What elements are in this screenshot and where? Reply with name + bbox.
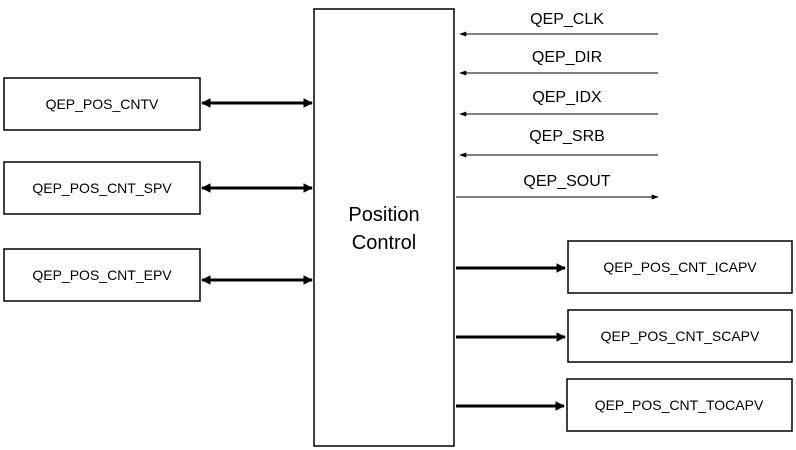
register-box [566, 378, 793, 432]
position-control-box [313, 8, 455, 447]
left-register-cntv: QEP_POS_CNTV [3, 77, 313, 131]
register-label: QEP_POS_CNTV [46, 96, 159, 112]
signal-label: QEP_SOUT [523, 173, 610, 190]
position-control-title-line1: Position [348, 204, 419, 226]
signal-qep-clk: QEP_CLK [459, 11, 658, 37]
register-label: QEP_POS_CNT_TOCAPV [595, 397, 764, 413]
signal-qep-sout: QEP_SOUT [456, 173, 659, 200]
signal-label: QEP_SRB [529, 128, 605, 145]
signal-qep-dir: QEP_DIR [459, 49, 658, 76]
signal-qep-idx: QEP_IDX [459, 89, 658, 117]
position-control-title-line2: Control [352, 232, 416, 254]
register-box [3, 77, 201, 131]
signal-label: QEP_CLK [530, 11, 604, 28]
left-register-epv: QEP_POS_CNT_EPV [3, 248, 313, 302]
right-register-scapv: QEP_POS_CNT_SCAPV [456, 309, 793, 363]
register-box [567, 240, 793, 294]
register-label: QEP_POS_CNT_SCAPV [601, 328, 760, 344]
right-register-icapv: QEP_POS_CNT_ICAPV [456, 240, 793, 294]
register-label: QEP_POS_CNT_EPV [32, 267, 172, 283]
right-register-tocapv: QEP_POS_CNT_TOCAPV [456, 378, 793, 432]
register-box [3, 248, 201, 302]
right-register-group: QEP_POS_CNT_ICAPV QEP_POS_CNT_SCAPV QEP_… [456, 240, 793, 432]
signal-label: QEP_DIR [532, 49, 602, 66]
signal-label: QEP_IDX [532, 89, 602, 106]
input-signal-group: QEP_CLK QEP_DIR QEP_IDX QEP_SRB [459, 11, 658, 158]
register-label: QEP_POS_CNT_ICAPV [603, 259, 757, 275]
left-register-spv: QEP_POS_CNT_SPV [3, 161, 313, 215]
register-box [567, 309, 793, 363]
position-control-block: Position Control [313, 8, 455, 447]
left-register-group: QEP_POS_CNTV QEP_POS_CNT_SPV QEP_POS_CNT… [3, 77, 313, 302]
register-box [3, 161, 201, 215]
signal-qep-srb: QEP_SRB [459, 128, 658, 158]
register-label: QEP_POS_CNT_SPV [32, 180, 172, 196]
